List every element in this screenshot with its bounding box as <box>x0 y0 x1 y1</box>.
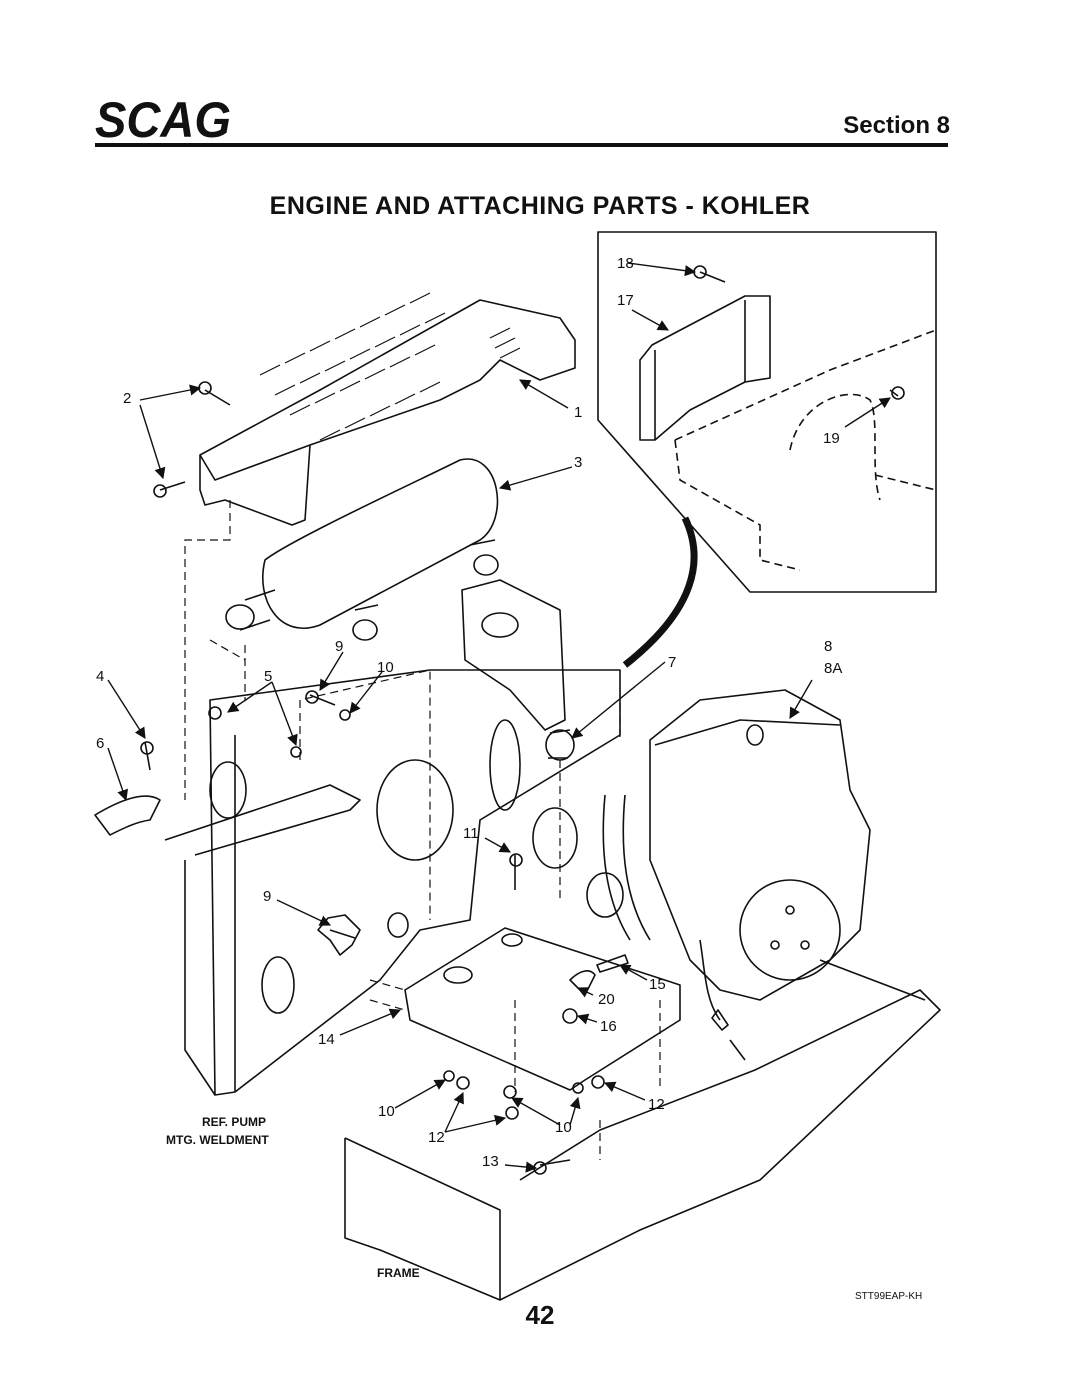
callout-6: 6 <box>96 735 104 752</box>
frame <box>344 989 941 1301</box>
callout-9-top: 9 <box>335 638 343 655</box>
callout-8a: 8A <box>824 660 842 677</box>
muffler-heat-shield <box>199 299 576 526</box>
muffler <box>262 458 499 629</box>
callout-16: 16 <box>600 1018 617 1035</box>
callout-14: 14 <box>318 1031 335 1048</box>
label-frame: FRAME <box>377 1266 420 1280</box>
pump-mounting-weldment <box>404 927 681 1091</box>
exhaust-elbow <box>94 795 161 836</box>
callout-10-left: 10 <box>378 1103 395 1120</box>
callout-8: 8 <box>824 638 832 655</box>
callout-17: 17 <box>617 292 634 309</box>
callout-3: 3 <box>574 454 582 471</box>
callout-11: 11 <box>463 825 479 842</box>
callout-20: 20 <box>598 991 615 1008</box>
page-title: ENGINE AND ATTACHING PARTS - KOHLER <box>269 192 811 220</box>
callout-12-left: 12 <box>428 1129 445 1146</box>
header-rule <box>95 143 948 147</box>
callout-5: 5 <box>264 668 272 685</box>
section-label: Section 8 <box>843 112 950 139</box>
callout-13: 13 <box>482 1153 499 1170</box>
label-mtg-weldment: MTG. WELDMENT <box>166 1133 269 1147</box>
drawing-code: STT99EAP-KH <box>855 1291 922 1302</box>
callout-19: 19 <box>823 430 840 447</box>
logo-text: SCAG <box>95 95 231 143</box>
callout-10-right: 10 <box>555 1119 572 1136</box>
scag-logo: SCAG <box>95 95 231 143</box>
callout-10-top: 10 <box>377 659 394 676</box>
page-number: 42 <box>525 1300 555 1330</box>
engine-mounting-panel <box>209 669 621 1096</box>
inset-detail-box <box>597 231 937 593</box>
callout-18: 18 <box>617 255 634 272</box>
callout-15: 15 <box>649 976 666 993</box>
callout-9: 9 <box>263 888 271 905</box>
callout-4: 4 <box>96 668 104 685</box>
callout-7: 7 <box>668 654 676 671</box>
callout-1: 1 <box>574 404 582 421</box>
kohler-engine <box>649 689 871 1001</box>
callout-2: 2 <box>123 390 131 407</box>
callout-12-right: 12 <box>648 1096 665 1113</box>
muffler-bracket <box>639 295 771 441</box>
label-ref-pump: REF. PUMP <box>202 1115 266 1129</box>
